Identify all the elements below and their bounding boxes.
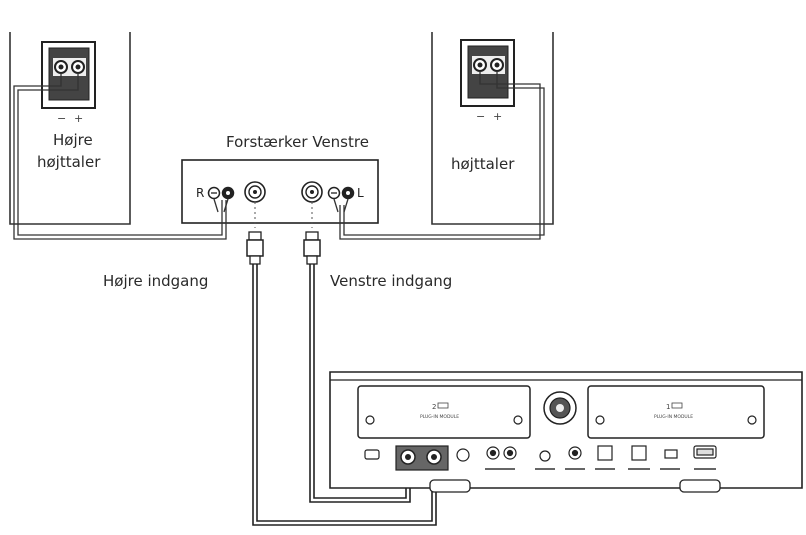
analog-output-jacks: [395, 445, 449, 471]
amp-terminal-l-label: L: [357, 186, 364, 200]
plug-in-module-1: 1 PLUG-IN MODULE: [587, 385, 765, 439]
module-1-label: PLUG-IN MODULE: [654, 414, 693, 420]
left-speaker-plus: +: [493, 110, 502, 123]
module-2-number: 2: [432, 403, 436, 411]
right-input-label: Højre indgang: [103, 272, 209, 290]
right-speaker-terminal-plate: − +: [41, 41, 96, 125]
amp-rca-jack-left: [301, 181, 323, 203]
right-speaker: − +: [9, 32, 131, 225]
power-connector: [543, 391, 577, 425]
source-device-rear-panel: 2 PLUG-IN MODULE 1 PLUG-IN MODULE: [329, 371, 803, 493]
amp-rca-jack-right: [244, 181, 266, 203]
rear-connectors: [364, 445, 717, 462]
left-speaker-minus: −: [476, 110, 485, 123]
speaker-cable-right: [13, 73, 229, 240]
speaker-cable-left: [333, 71, 545, 240]
left-input-label: Venstre indgang: [330, 272, 453, 290]
left-speaker-terminal-plate: − +: [460, 39, 515, 123]
right-speaker-label-line1: Højre: [53, 131, 93, 149]
left-speaker-label: højttaler: [451, 155, 515, 173]
module-2-label: PLUG-IN MODULE: [420, 414, 459, 420]
amplifier-box: R L: [181, 159, 379, 224]
rca-plug-left: [303, 231, 321, 265]
amplifier-title: Forstærker Venstre: [226, 133, 369, 151]
amp-terminal-r-label: R: [196, 186, 204, 200]
right-speaker-label-line2: højttaler: [37, 153, 101, 171]
right-speaker-plus: +: [74, 112, 83, 125]
rca-plug-right: [246, 231, 264, 265]
plug-in-module-2: 2 PLUG-IN MODULE: [357, 385, 531, 439]
left-speaker: − +: [431, 32, 554, 225]
module-1-number: 1: [666, 403, 670, 411]
right-speaker-minus: −: [57, 112, 66, 125]
